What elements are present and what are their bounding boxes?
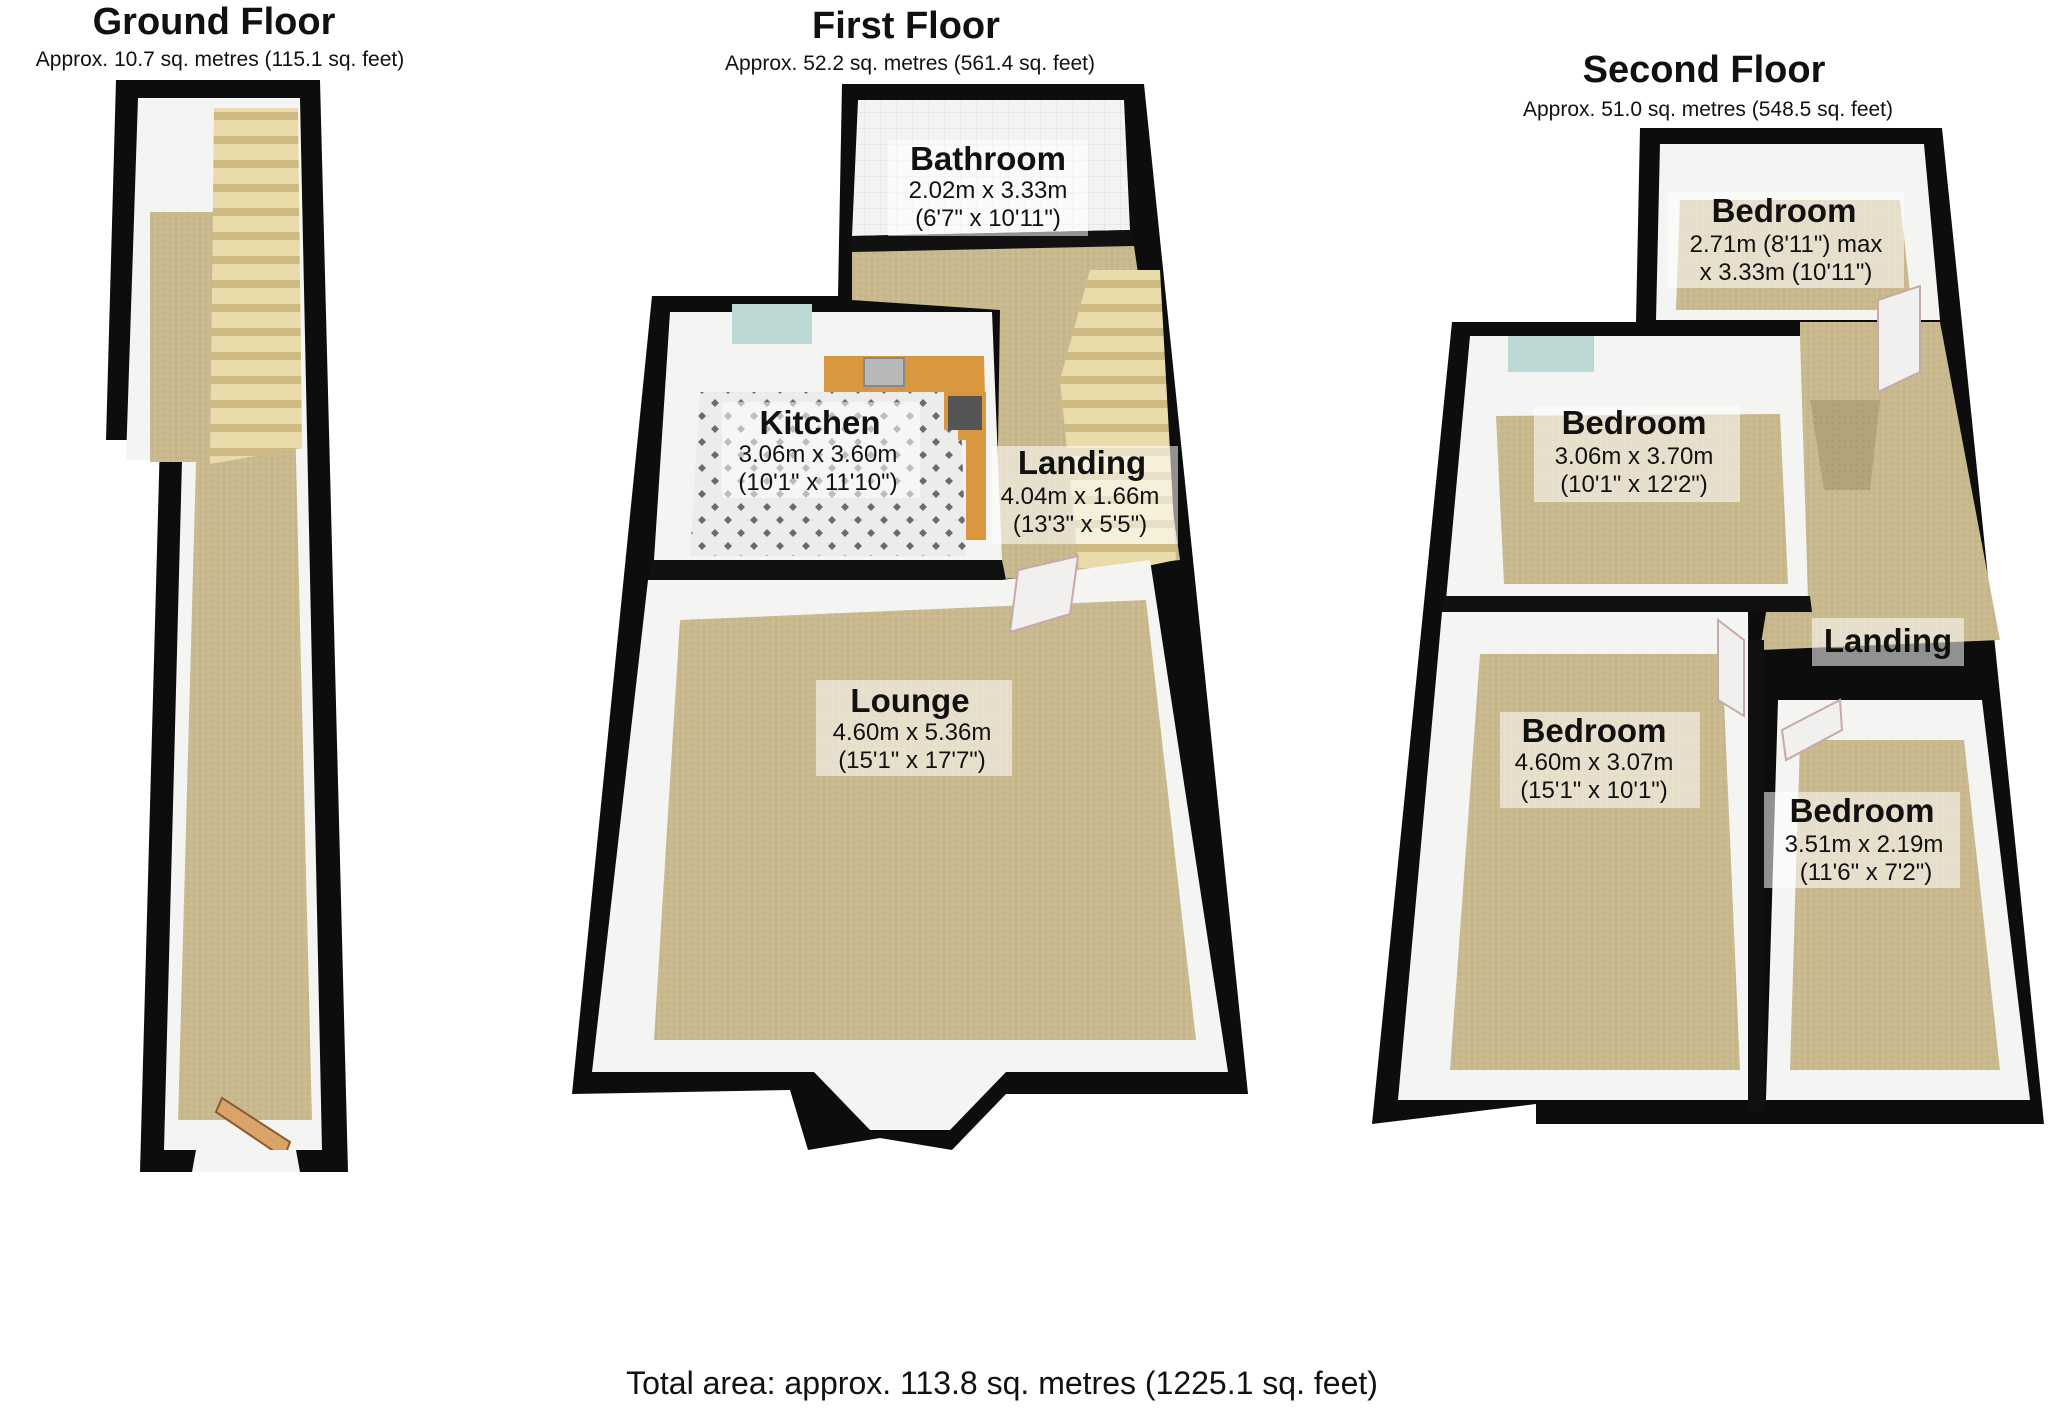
bathroom-dimensions-metric: 2.02m x 3.33m (909, 177, 1068, 204)
small-bedroom-floor (1790, 740, 2000, 1070)
bathroom-dimensions-imperial: (6'7" x 10'11") (915, 205, 1061, 232)
small-bedroom-dimensions-metric: 3.51m x 2.19m (1785, 831, 1944, 858)
bathroom-label-bg (888, 140, 1088, 236)
top-bedroom-label-bg (1668, 192, 1904, 288)
ground-floor-door-opening (192, 1150, 300, 1172)
bedroom-dividing-wall (1748, 640, 1764, 1112)
kitchen-sink (863, 357, 905, 387)
kitchen-label-bg (722, 402, 920, 498)
first-floor-area: Approx. 52.2 sq. metres (561.4 sq. feet) (725, 52, 1095, 75)
large-bedroom-dimensions-metric: 4.60m x 3.07m (1515, 749, 1674, 776)
large-bedroom-label: Bedroom (1522, 712, 1667, 749)
ground-floor-area: Approx. 10.7 sq. metres (115.1 sq. feet) (36, 48, 404, 71)
kitchen-window (732, 304, 812, 344)
first-floor-landing-dimensions-imperial: (13'3" x 5'5") (1013, 511, 1147, 538)
lounge-dimensions-metric: 4.60m x 5.36m (833, 719, 992, 746)
top-bedroom-dimensions-line1: 2.71m (8'11") max (1690, 231, 1883, 258)
middle-bedroom-label-bg (1534, 406, 1740, 502)
large-bedroom-label-bg (1500, 712, 1700, 808)
first-floor-landing-label: Landing (1018, 444, 1146, 481)
second-floor-stairwell (1810, 400, 1880, 490)
total-area: Total area: approx. 113.8 sq. metres (12… (626, 1365, 1378, 1401)
second-landing-label-bg (1812, 618, 1964, 666)
lounge-dimensions-imperial: (15'1" x 17'7") (838, 747, 986, 774)
first-landing-label-bg (992, 446, 1178, 544)
kitchen-label: Kitchen (759, 404, 880, 441)
lounge-bay-window (814, 1072, 1006, 1130)
first-floor-landing-dimensions-metric: 4.04m x 1.66m (1001, 483, 1160, 510)
small-bedroom-dimensions-imperial: (11'6" x 7'2") (1800, 859, 1932, 886)
second-floor-landing-label: Landing (1824, 622, 1952, 659)
lounge-floor (654, 600, 1196, 1040)
top-bedroom-door (1877, 284, 1921, 394)
large-bedroom-door (1717, 617, 1745, 718)
small-bedroom-label: Bedroom (1790, 792, 1935, 829)
top-bedroom-label: Bedroom (1712, 192, 1857, 229)
first-floor-title: First Floor (812, 5, 1000, 47)
kitchen-inner-wall (648, 560, 1006, 580)
kitchen-dimensions-metric: 3.06m x 3.60m (739, 441, 898, 468)
large-bedroom-dimensions-imperial: (15'1" x 10'1") (1520, 777, 1668, 804)
middle-bedroom-label: Bedroom (1562, 404, 1707, 441)
middle-bedroom-window (1508, 336, 1594, 372)
lounge-label: Lounge (850, 682, 969, 719)
second-floor-area: Approx. 51.0 sq. metres (548.5 sq. feet) (1523, 98, 1893, 121)
kitchen-hob (948, 396, 982, 430)
kitchen-dimensions-imperial: (10'1" x 11'10") (738, 469, 897, 496)
small-bedroom-door (1780, 698, 1844, 762)
middle-bedroom-dimensions-metric: 3.06m x 3.70m (1555, 443, 1714, 470)
middle-bedroom-dimensions-imperial: (10'1" x 12'2") (1560, 471, 1708, 498)
ground-floor-staircase (210, 108, 302, 464)
top-bedroom-dimensions-line2: x 3.33m (10'11") (1700, 259, 1873, 286)
second-floor-inner-wall (1442, 596, 1812, 612)
second-floor-title: Second Floor (1583, 49, 1826, 91)
ground-floor-plan (106, 80, 348, 1172)
lounge-label-bg (816, 680, 1012, 776)
small-bedroom-label-bg (1764, 792, 1960, 888)
bathroom-label: Bathroom (910, 140, 1066, 177)
first-floor-plan (572, 84, 1248, 1150)
lounge-door (1008, 554, 1080, 634)
ground-floor-title: Ground Floor (93, 1, 336, 43)
